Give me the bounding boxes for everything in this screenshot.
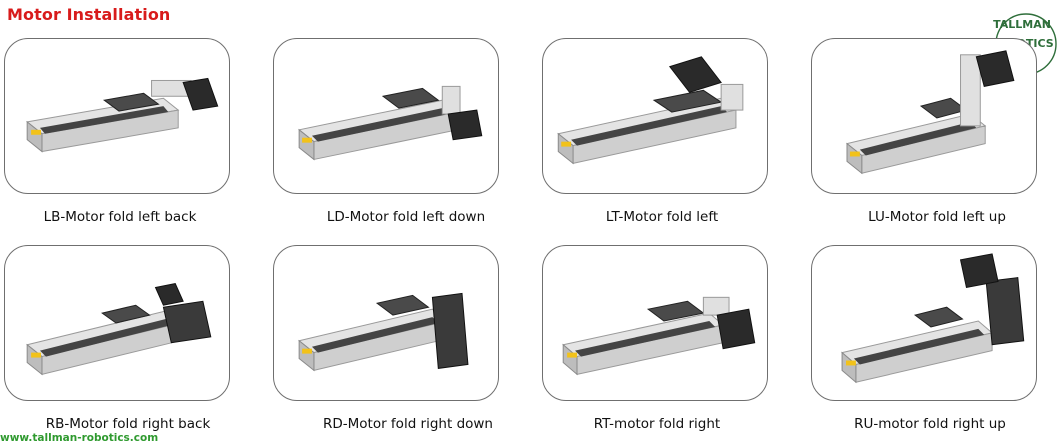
right-top-icon [562, 296, 756, 376]
page-title: Motor Installation [7, 5, 171, 24]
variant-card-ld [273, 38, 499, 194]
variant-label-rb: RB-Motor fold right back [45, 416, 211, 432]
variant-label-rt: RT-motor fold right [593, 416, 721, 432]
left-back-icon [26, 77, 219, 153]
variant-label-ld: LD-Motor fold left down [326, 209, 486, 225]
variant-card-lt [542, 38, 768, 194]
variant-label-lu: LU-Motor fold left up [868, 209, 1006, 225]
variant-label-lb: LB-Motor fold left back [43, 209, 197, 225]
right-up-icon [841, 253, 1025, 384]
left-down-icon [297, 85, 483, 161]
variant-card-rd [273, 245, 499, 401]
variant-card-lb [4, 38, 230, 194]
variant-label-rd: RD-Motor fold right down [322, 416, 493, 432]
website-url[interactable]: www.tallman-robotics.com [0, 432, 159, 444]
variant-label-ru: RU-motor fold right up [854, 416, 1006, 432]
left-up-icon [845, 50, 1015, 175]
right-down-icon [298, 292, 469, 372]
variant-card-rt [542, 245, 768, 401]
left-top-icon [557, 56, 744, 165]
variant-label-lt: LT-Motor fold left [605, 209, 719, 225]
logo-line1: TALLMAN [993, 18, 1051, 31]
variant-card-lu [811, 38, 1037, 194]
variant-card-rb [4, 245, 230, 401]
variant-card-ru [811, 245, 1037, 401]
right-back-icon [26, 282, 212, 376]
